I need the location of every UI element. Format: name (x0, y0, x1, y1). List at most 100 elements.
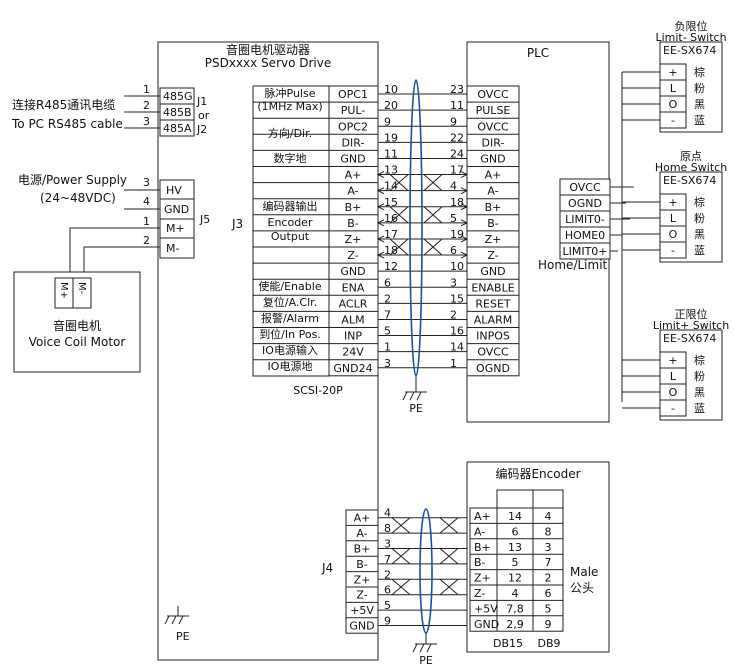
motor-pin-minus: M- (76, 282, 87, 295)
encoder-signal-label: A- (474, 525, 485, 538)
j3-cable-shield: PE (402, 79, 427, 415)
encoder-signal-label: Z+ (474, 572, 491, 585)
rs485-desc-en: To PC RS485 cable (11, 117, 123, 131)
j5-pin-num: 2 (143, 234, 150, 247)
j4-signal-label: Z- (356, 589, 367, 602)
j4-signal-label: Z+ (354, 573, 371, 586)
switch-model: EE-SX674 (663, 332, 716, 345)
plc-signal-label: GND (480, 152, 505, 165)
j4-signal-label: +5V (350, 604, 374, 617)
j1-pin-name: 485G (163, 90, 193, 103)
power-voltage-label: (24~48VDC) (40, 191, 116, 205)
encoder-dml-pin: 6 (545, 587, 552, 600)
plc-io-label: OGND (568, 197, 602, 210)
switch-wire-color: 棕 (694, 65, 705, 79)
twist-cross (423, 238, 443, 256)
drive-signal-label: GND (340, 265, 365, 278)
plc-pin-number: 5 (450, 212, 457, 225)
connector-arrow (460, 187, 469, 195)
drive-pin-number: 2 (384, 292, 391, 305)
drive-pin-number: 12 (384, 260, 398, 273)
plc-pin-number: 10 (450, 260, 464, 273)
j5-label: J5 (199, 213, 210, 226)
twist-cross (423, 174, 443, 192)
drive-pin-number: 3 (384, 357, 391, 370)
switch-pin: O (669, 98, 678, 111)
j4-pin-number: 6 (384, 584, 391, 597)
j4-signal-label: A- (356, 527, 367, 540)
switch-model: EE-SX674 (663, 44, 716, 57)
plc-signal-label: B- (487, 217, 499, 230)
switch-pin: L (670, 82, 677, 95)
j4-pin-number: 2 (384, 568, 391, 581)
twist-cross (389, 206, 409, 224)
switch-label-cn: 原点 (680, 150, 702, 163)
plc-io-label: LIMIT0+ (562, 245, 607, 258)
switch-label-cn: 负限位 (675, 19, 708, 33)
encoder-title: 编码器Encoder (495, 466, 580, 481)
plc-pin-number: 23 (450, 83, 464, 96)
switch-wire-color: 粉 (694, 82, 705, 95)
drive-pin-number: 6 (384, 276, 391, 289)
plc-pin-number: 17 (450, 164, 464, 177)
group-label: 复位/A.Clr. (263, 295, 317, 309)
drive-signal-label: B- (347, 217, 359, 230)
plc-signal-label: OGND (476, 362, 510, 375)
encoder-dml-pin: 7 (545, 556, 552, 569)
twist-cross (391, 578, 411, 596)
connector-arrow (376, 219, 385, 227)
encoder-signal-label: GND (474, 618, 499, 631)
drive-signal-label: GND24 (333, 362, 372, 375)
plc-pin-number: 14 (450, 341, 464, 354)
power-supply-label: 电源/Power Supply (18, 173, 127, 187)
encoder-footer-db9: DB9 (537, 637, 560, 650)
motor-label-cn: 音圈电机 (53, 318, 101, 333)
j4-signal-label: GND (349, 620, 374, 633)
plc-io-label: LIMIT0- (565, 213, 605, 226)
voice-coil-motor: M+ M- 音圈电机 Voice Coil Motor (13, 271, 141, 373)
j3-connector-type: SCSI-20P (293, 384, 343, 397)
twist-cross (389, 238, 409, 256)
j1-label: J1 (196, 95, 207, 108)
encoder-atom-pin: 7,8 (506, 602, 524, 615)
j5-connector: HV GND M+ M- J5 3 4 1 2 电源/Power Supply … (18, 173, 210, 278)
encoder-male-cn: 公头 (570, 581, 594, 595)
connector-arrow (376, 251, 385, 259)
switch-pin: - (671, 244, 675, 257)
drive-pin-number: 19 (384, 131, 398, 144)
connector-arrow (460, 251, 469, 259)
switch-label-en: Home Switch (655, 161, 727, 174)
encoder-dml-pin: 2 (545, 572, 552, 585)
plc-title: PLC (527, 46, 549, 60)
switch-pin: + (668, 354, 677, 367)
drive-pin-number: 10 (384, 83, 398, 96)
plc-pin-number: 11 (450, 99, 464, 112)
drive-title-cn: 音圈电机驱动器 (226, 42, 310, 57)
switch-pin: + (668, 196, 677, 209)
drive-pin-number: 13 (384, 164, 398, 177)
group-label: Output (271, 230, 310, 243)
plc-signal-label: Z+ (485, 233, 502, 246)
drive-pin-number: 15 (384, 196, 398, 209)
drive-signal-label: A- (347, 185, 358, 198)
drive-signal-label: PUL- (341, 104, 366, 117)
drive-pe-label: PE (176, 630, 190, 643)
plc-signal-label: A- (487, 185, 498, 198)
drive-pin-number: 5 (384, 325, 391, 338)
plc-pin-number: 6 (450, 244, 457, 257)
drive-signal-label: B+ (345, 201, 362, 214)
j4-label: J4 (321, 561, 333, 575)
twist-cross (391, 548, 411, 565)
j4-cable-shield: PE (412, 508, 437, 667)
j2-label: J2 (196, 123, 207, 136)
connector-arrow (376, 235, 385, 243)
switch-wire-color: 棕 (694, 353, 705, 367)
switch-model: EE-SX674 (663, 174, 716, 187)
group-label: IO电源地 (268, 359, 313, 373)
j5-pin-num: 3 (143, 176, 150, 189)
plc-io-label: OVCC (569, 181, 601, 194)
drive-signal-label: A+ (345, 169, 362, 182)
